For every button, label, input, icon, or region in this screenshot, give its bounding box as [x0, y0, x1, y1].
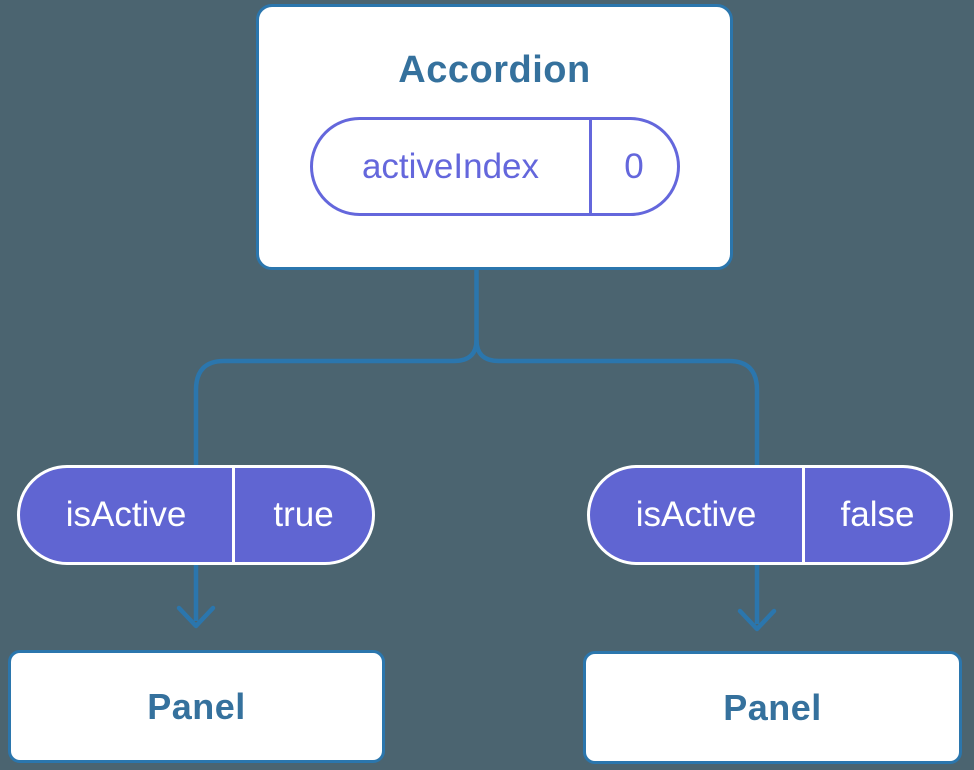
- panel-component-node-right: Panel: [583, 651, 962, 764]
- state-pill-name: activeIndex: [361, 146, 540, 186]
- prop-pill-value: false: [840, 495, 915, 534]
- accordion-node-title: Accordion: [398, 49, 591, 91]
- accordion-component-node: Accordion activeIndex 0: [256, 4, 733, 270]
- state-pill-divider: [588, 120, 592, 213]
- prop-pill-isactive-true: isActive true: [17, 465, 375, 565]
- panel-node-title: Panel: [723, 686, 822, 728]
- connector-stem-left-branch: [193, 258, 479, 465]
- prop-pill-value: true: [273, 495, 334, 534]
- prop-pill-divider: [802, 468, 805, 562]
- panel-component-node-left: Panel: [8, 650, 385, 763]
- panel-node-title: Panel: [147, 685, 246, 727]
- prop-pill-divider: [232, 468, 235, 562]
- arrow-down-icon-left: [176, 605, 216, 629]
- connector-right-branch: [474, 339, 760, 465]
- arrow-down-icon-right: [737, 608, 777, 632]
- prop-pill-name: isActive: [65, 495, 187, 534]
- prop-pill-name: isActive: [635, 495, 757, 534]
- state-pill-value: 0: [624, 146, 644, 186]
- prop-pill-isactive-false: isActive false: [587, 465, 953, 565]
- state-pill-activeindex: activeIndex 0: [309, 117, 680, 216]
